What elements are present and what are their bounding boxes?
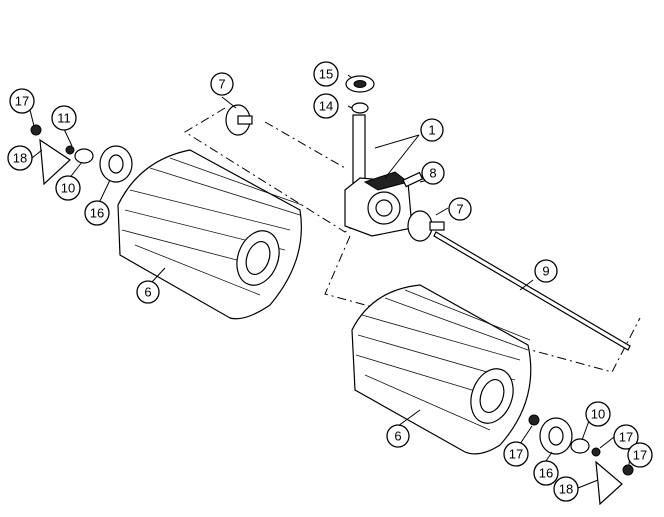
right-end-parts (528, 414, 634, 506)
callout-1: 1 (420, 118, 444, 142)
callout-9: 9 (534, 259, 558, 283)
callout-18-right: 18 (553, 476, 579, 502)
svg-text:15: 15 (319, 67, 333, 82)
drive-shaft (433, 231, 631, 351)
svg-text:18: 18 (13, 151, 27, 166)
svg-text:16: 16 (90, 206, 104, 221)
callout-7-upper: 7 (210, 72, 234, 96)
svg-text:7: 7 (456, 202, 463, 217)
svg-text:8: 8 (429, 166, 436, 181)
right-brush (351, 284, 532, 455)
svg-text:16: 16 (539, 466, 553, 481)
flange-right (407, 210, 445, 242)
callout-16-left: 16 (84, 200, 110, 226)
callout-10-left: 10 (55, 175, 81, 201)
callout-17-right-a: 17 (503, 441, 529, 467)
callout-8: 8 (421, 161, 445, 185)
pin (402, 171, 424, 188)
flange-upper (225, 104, 253, 136)
svg-text:17: 17 (619, 430, 633, 445)
svg-text:1: 1 (428, 123, 435, 138)
left-end-parts (30, 124, 133, 186)
svg-text:17: 17 (15, 94, 29, 109)
svg-text:18: 18 (559, 482, 573, 497)
callout-10-right: 10 (585, 401, 611, 427)
callout-7-right: 7 (448, 197, 472, 221)
callout-6-right: 6 (386, 424, 410, 448)
svg-text:14: 14 (319, 99, 333, 114)
svg-text:17: 17 (509, 447, 523, 462)
svg-text:10: 10 (591, 407, 605, 422)
seal-and-bearing (345, 75, 375, 114)
left-brush (117, 149, 303, 320)
callout-15: 15 (313, 61, 339, 87)
svg-text:17: 17 (633, 448, 647, 463)
leader-lines (29, 74, 631, 489)
callout-18-left: 18 (7, 145, 33, 171)
callout-6-left: 6 (136, 280, 160, 304)
svg-text:9: 9 (542, 264, 549, 279)
callout-14: 14 (313, 93, 339, 119)
callout-11: 11 (51, 105, 77, 131)
svg-text:10: 10 (61, 181, 75, 196)
svg-text:11: 11 (57, 111, 71, 126)
gearbox-assembly (344, 114, 413, 237)
svg-text:6: 6 (394, 429, 401, 444)
callout-17-left: 17 (9, 88, 35, 114)
callout-17-right-b: 17 (613, 424, 639, 450)
callout-17-right-c: 17 (627, 442, 653, 468)
svg-text:7: 7 (218, 77, 225, 92)
svg-text:6: 6 (144, 285, 151, 300)
callout-16-right: 16 (533, 460, 559, 486)
